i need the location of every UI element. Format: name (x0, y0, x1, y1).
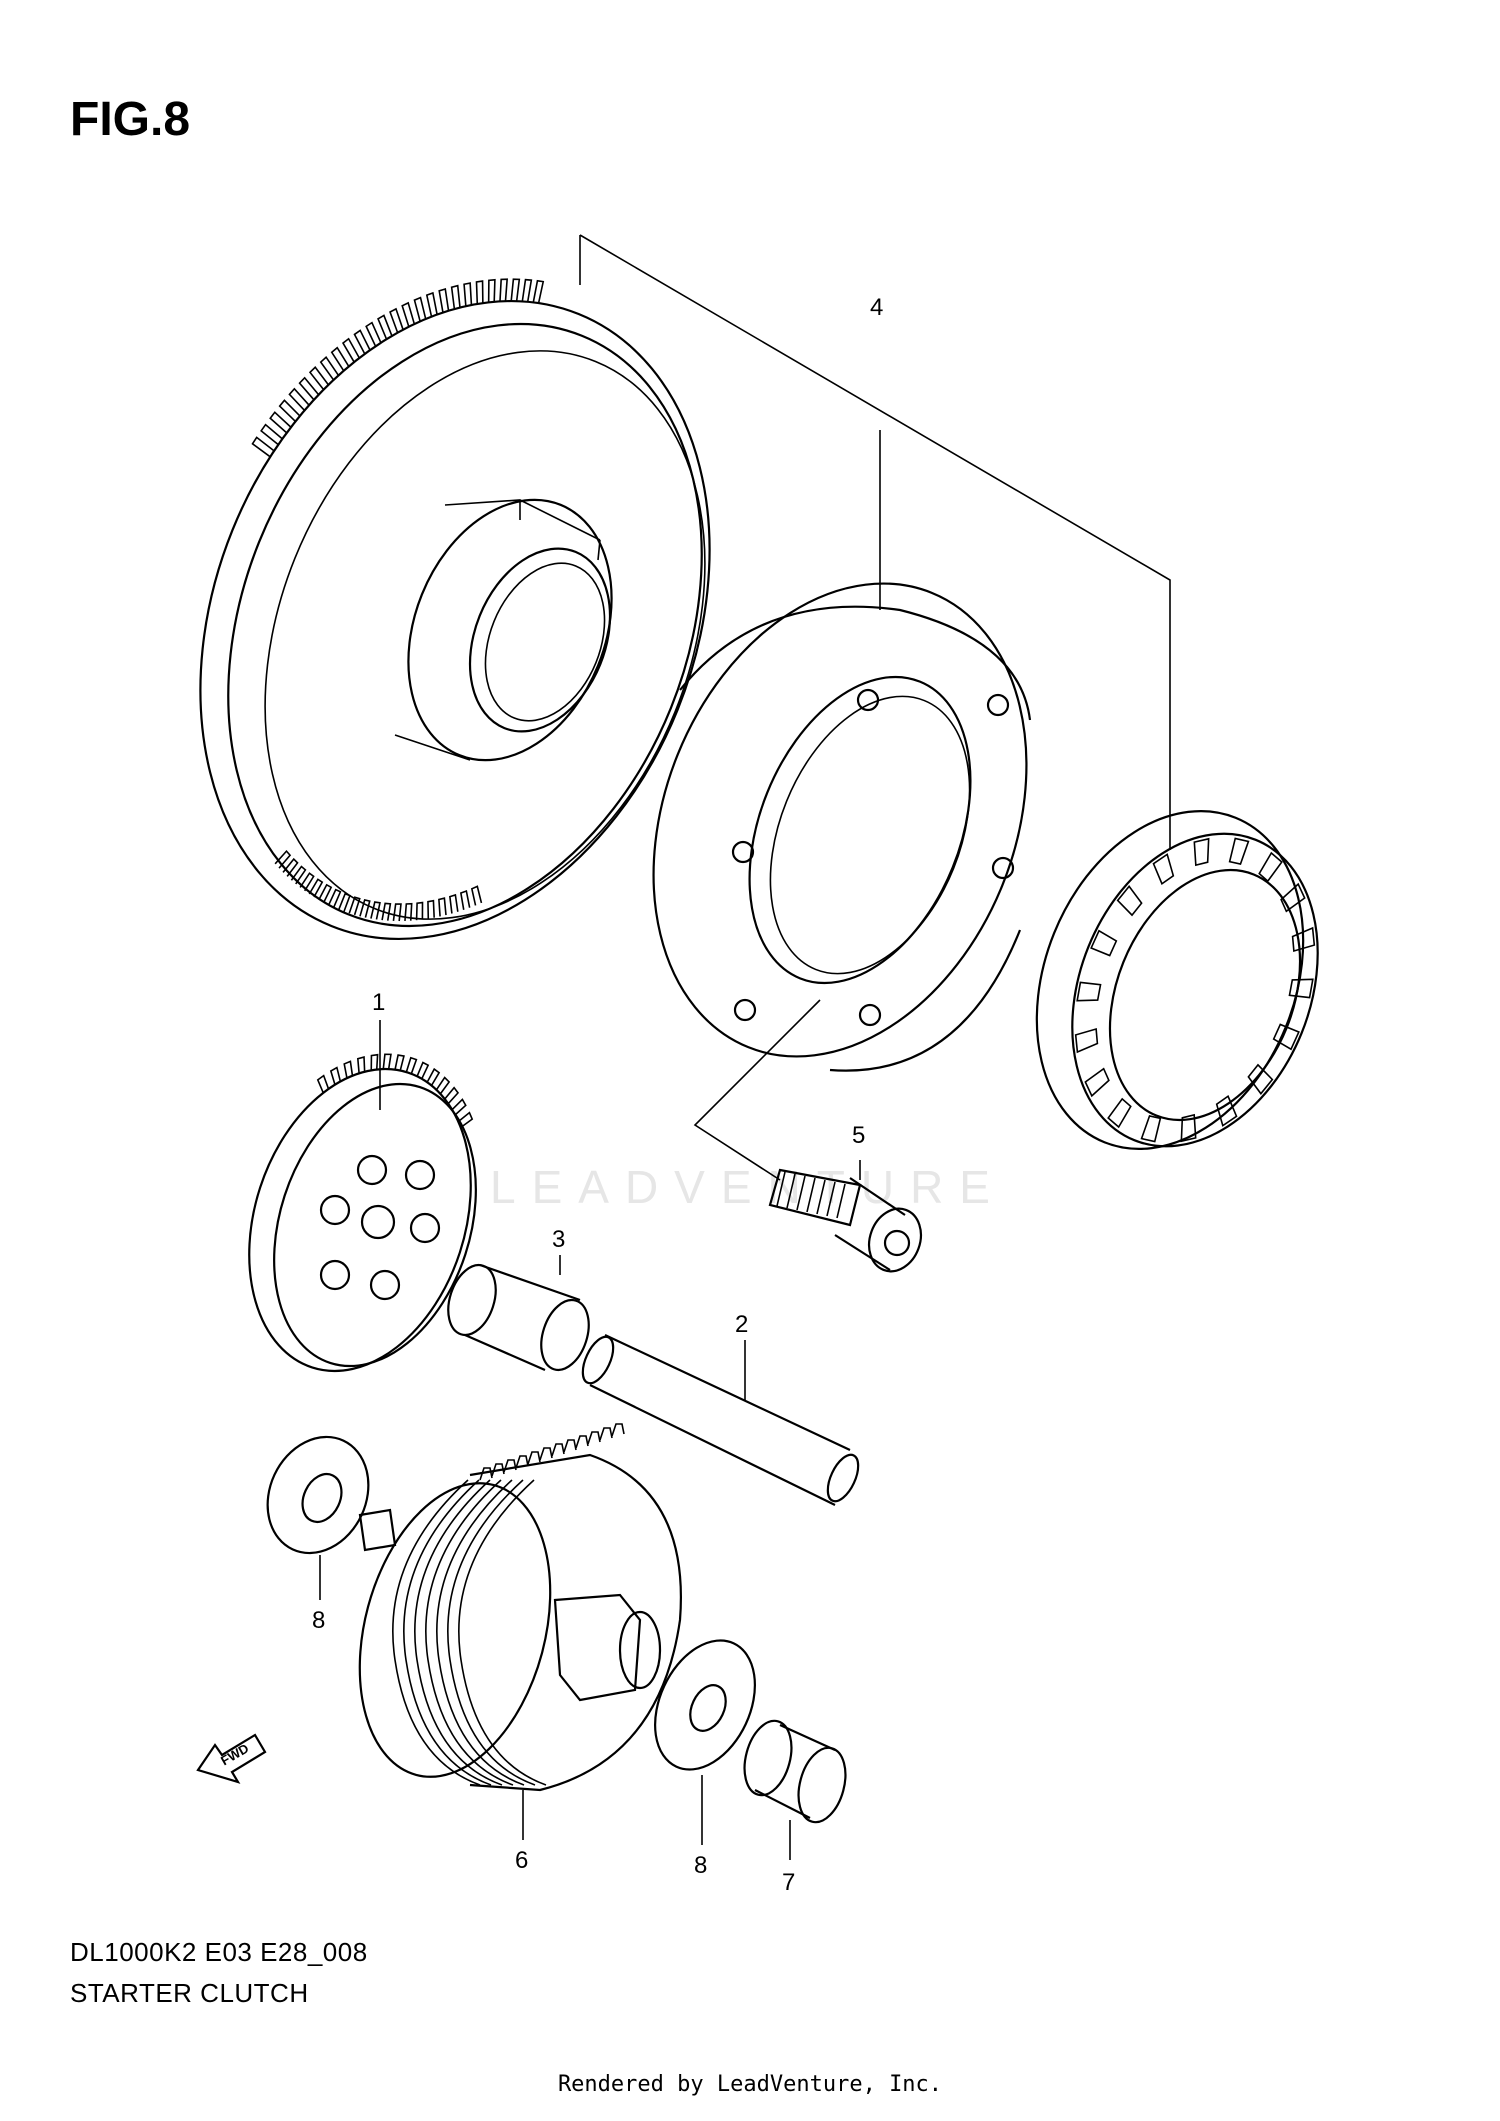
idle-gear (358, 1423, 682, 1792)
callout-8a: 8 (312, 1607, 325, 1634)
clutch-housing (652, 582, 1032, 1072)
fwd-arrow-icon: FWD (196, 1733, 267, 1784)
assembly-name: STARTER CLUTCH (70, 1978, 309, 2008)
leader-lines (319, 234, 1171, 1860)
callout-2: 2 (735, 1311, 748, 1338)
spacer (447, 1263, 590, 1372)
callout-7: 7 (782, 1869, 795, 1896)
callout-3: 3 (552, 1226, 565, 1253)
callout-5: 5 (852, 1122, 865, 1149)
starter-driven-gear (248, 1053, 477, 1373)
callout-6: 6 (515, 1847, 528, 1874)
washer-lower (654, 1639, 756, 1771)
bolt (768, 1168, 923, 1273)
washer-upper (266, 1435, 370, 1555)
footer-credit: Rendered by LeadVenture, Inc. (557, 2072, 943, 2097)
shaft (581, 1334, 860, 1506)
callout-1: 1 (372, 989, 385, 1016)
bushing (743, 1719, 847, 1824)
callout-4: 4 (870, 294, 883, 321)
callout-8b: 8 (694, 1852, 707, 1879)
one-way-clutch (1035, 810, 1319, 1150)
figure-title: FIG.8 (70, 93, 191, 146)
starter-clutch-gear (199, 278, 711, 941)
watermark: LEADVENTURE (490, 1161, 1006, 1213)
model-code: DL1000K2 E03 E28_008 (70, 1937, 368, 1967)
